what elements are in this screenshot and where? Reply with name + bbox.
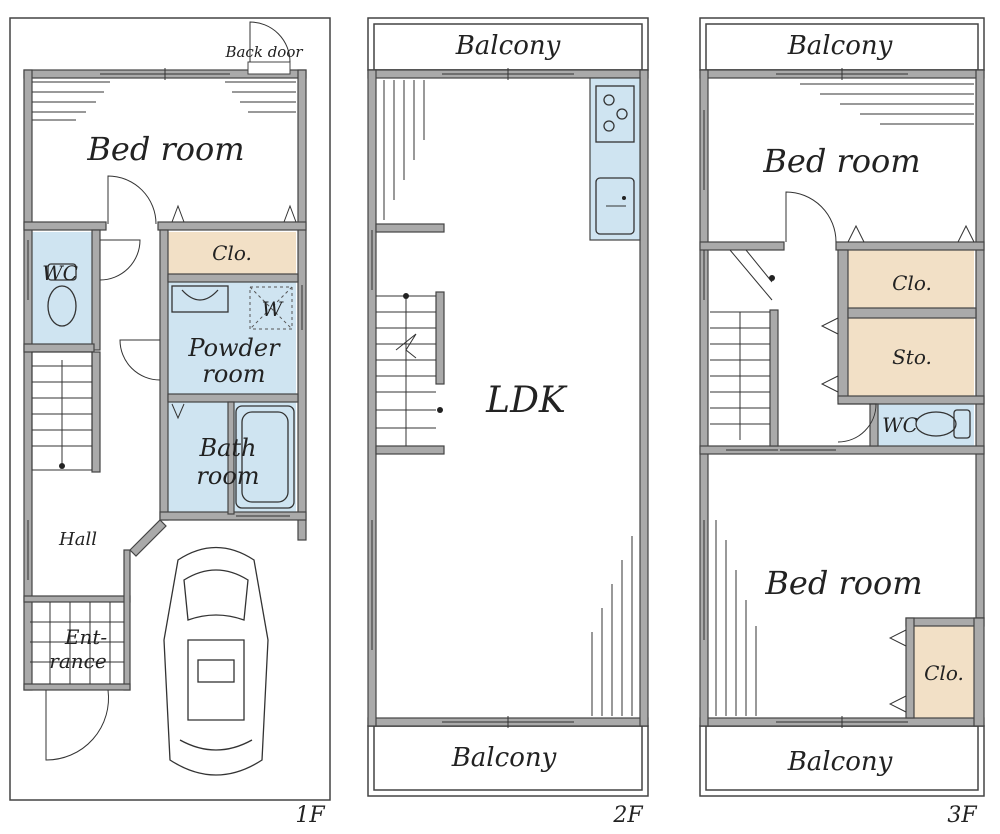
closet-top-area-3f xyxy=(848,250,974,308)
powder-room-label-2: room xyxy=(202,360,265,388)
bathtub xyxy=(235,405,295,509)
floor-1-plan: Back door xyxy=(9,17,331,828)
bedroom-bottom-label-3f: Bed room xyxy=(764,564,922,602)
washer-label: W xyxy=(262,297,284,321)
wc-label-1f: WC xyxy=(42,261,78,285)
wc-label-3f: WC xyxy=(882,413,918,437)
bedroom-door-3f[interactable] xyxy=(785,191,837,243)
balcony-bottom-label-3f: Balcony xyxy=(787,747,893,777)
washer-space: W xyxy=(249,286,293,330)
windows-1f xyxy=(27,68,303,580)
closet-bottom-area-3f xyxy=(914,626,974,718)
entrance-door[interactable] xyxy=(45,689,109,761)
hall-label: Hall xyxy=(58,529,97,550)
entrance-label-2: rance xyxy=(49,649,106,673)
entrance-tiles xyxy=(30,602,124,684)
closet-area-1f xyxy=(168,232,296,274)
staircase-3f xyxy=(710,249,775,440)
wc-area-1f xyxy=(30,232,92,344)
closet-label-1f: Clo. xyxy=(212,241,252,265)
toilet-3f xyxy=(915,409,971,439)
powder-door[interactable] xyxy=(119,339,161,381)
bedroom-top-label-3f: Bed room xyxy=(762,142,920,180)
car-icon xyxy=(163,546,269,776)
ldk-label: LDK xyxy=(485,380,568,421)
hatch-lines-2f xyxy=(383,80,633,716)
entrance-label-1: Ent- xyxy=(64,625,108,649)
bedroom-door-1f[interactable] xyxy=(107,175,157,225)
powder-room-label-1: Powder xyxy=(187,334,281,362)
storage-area xyxy=(848,318,974,396)
floor-label-3f: 3F xyxy=(947,803,977,828)
storage-label: Sto. xyxy=(892,345,932,369)
hatch-lines-3f xyxy=(715,83,974,716)
balcony-top-label-2f: Balcony xyxy=(455,31,561,61)
wc-door-3f[interactable] xyxy=(837,403,877,443)
floor-3-plan: Balcony Bed room Clo. Sto. WC Bed room C… xyxy=(699,17,985,828)
back-door-label: Back door xyxy=(224,43,303,61)
bath-room-label-2: room xyxy=(196,462,259,490)
bedroom-label-1f: Bed room xyxy=(86,130,244,168)
balcony-bottom-label-2f: Balcony xyxy=(451,743,557,773)
staircase-1f xyxy=(31,351,93,471)
back-door[interactable] xyxy=(247,21,291,75)
windows-2f xyxy=(371,68,574,728)
sliding-door-hatch-1f xyxy=(32,81,296,121)
floor-2-plan: Balcony LDK Balcony 2F xyxy=(367,17,649,828)
floor-label-1f: 1F xyxy=(295,803,325,828)
staircase-2f xyxy=(376,293,443,446)
powder-room-area xyxy=(168,282,296,394)
toilet-1f xyxy=(47,263,77,327)
windows-3f xyxy=(703,68,908,728)
balcony-top-label-3f: Balcony xyxy=(787,31,893,61)
wc-area-3f xyxy=(878,404,974,446)
bath-room-label-1: Bath xyxy=(198,434,256,462)
kitchen-counter xyxy=(589,77,641,241)
closet-bottom-label-3f: Clo. xyxy=(924,661,964,685)
closet-top-label-3f: Clo. xyxy=(892,271,932,295)
wc-door-1f[interactable] xyxy=(99,239,141,281)
floor-label-2f: 2F xyxy=(612,803,643,828)
wash-basin xyxy=(171,285,229,313)
